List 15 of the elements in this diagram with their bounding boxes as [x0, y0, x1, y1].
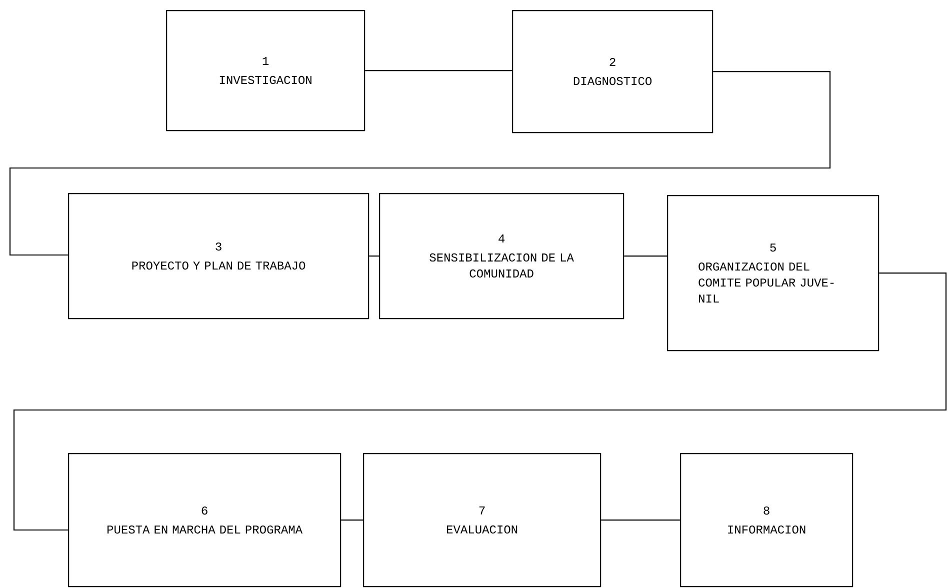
connector-line: [601, 520, 680, 521]
process-box: 1 INVESTIGACION: [166, 10, 366, 132]
connector-line: [341, 520, 363, 521]
connector-line: [13, 272, 947, 531]
connector-line: [9, 71, 831, 256]
process-box: 5 ORGANIZACION DEL COMITE POPULAR JUVE- NIL: [667, 195, 880, 352]
connector-line: [369, 256, 379, 257]
process-box: 3 PROYECTO Y PLAN DE TRABAJO: [68, 193, 370, 320]
connector-line: [365, 70, 512, 72]
process-box: 8 INFORMACION: [680, 453, 854, 588]
process-box: 7 EVALUACION: [363, 453, 602, 588]
process-box: 2 DIAGNOSTICO: [512, 10, 714, 134]
connector-line: [624, 256, 667, 257]
process-box: 6 PUESTA EN MARCHA DEL PROGRAMA: [68, 453, 342, 588]
process-box: 4 SENSIBILIZACION DE LA COMUNIDAD: [379, 193, 624, 320]
